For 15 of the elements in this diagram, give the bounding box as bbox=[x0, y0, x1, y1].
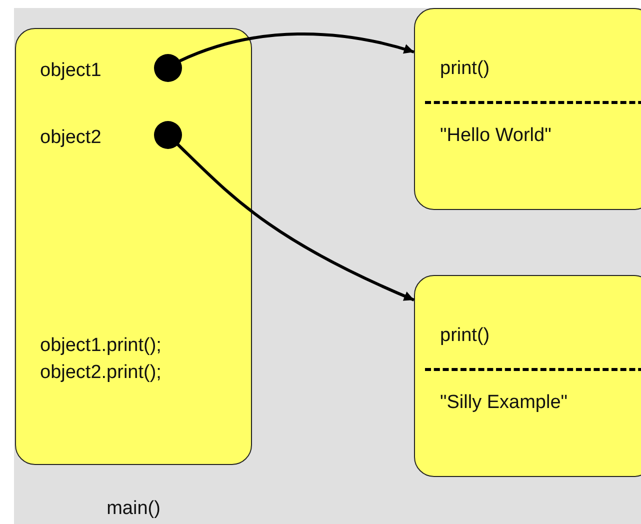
method-label: print() bbox=[440, 57, 490, 81]
variable-label: object1 bbox=[40, 59, 102, 83]
method-label: print() bbox=[440, 324, 490, 348]
arrow bbox=[179, 32, 414, 62]
arrow bbox=[176, 142, 415, 302]
code-text: object1.print(); object2.print(); bbox=[40, 334, 162, 385]
string-value: "Silly Example" bbox=[440, 391, 568, 415]
object-box bbox=[414, 275, 641, 477]
object-box bbox=[414, 8, 641, 210]
function-box bbox=[15, 28, 252, 465]
string-value: "Hello World" bbox=[440, 124, 552, 148]
connector-dot bbox=[154, 121, 182, 149]
connector-dot bbox=[154, 54, 182, 82]
function-name: main() bbox=[106, 497, 160, 521]
variable-label: object2 bbox=[40, 126, 102, 150]
